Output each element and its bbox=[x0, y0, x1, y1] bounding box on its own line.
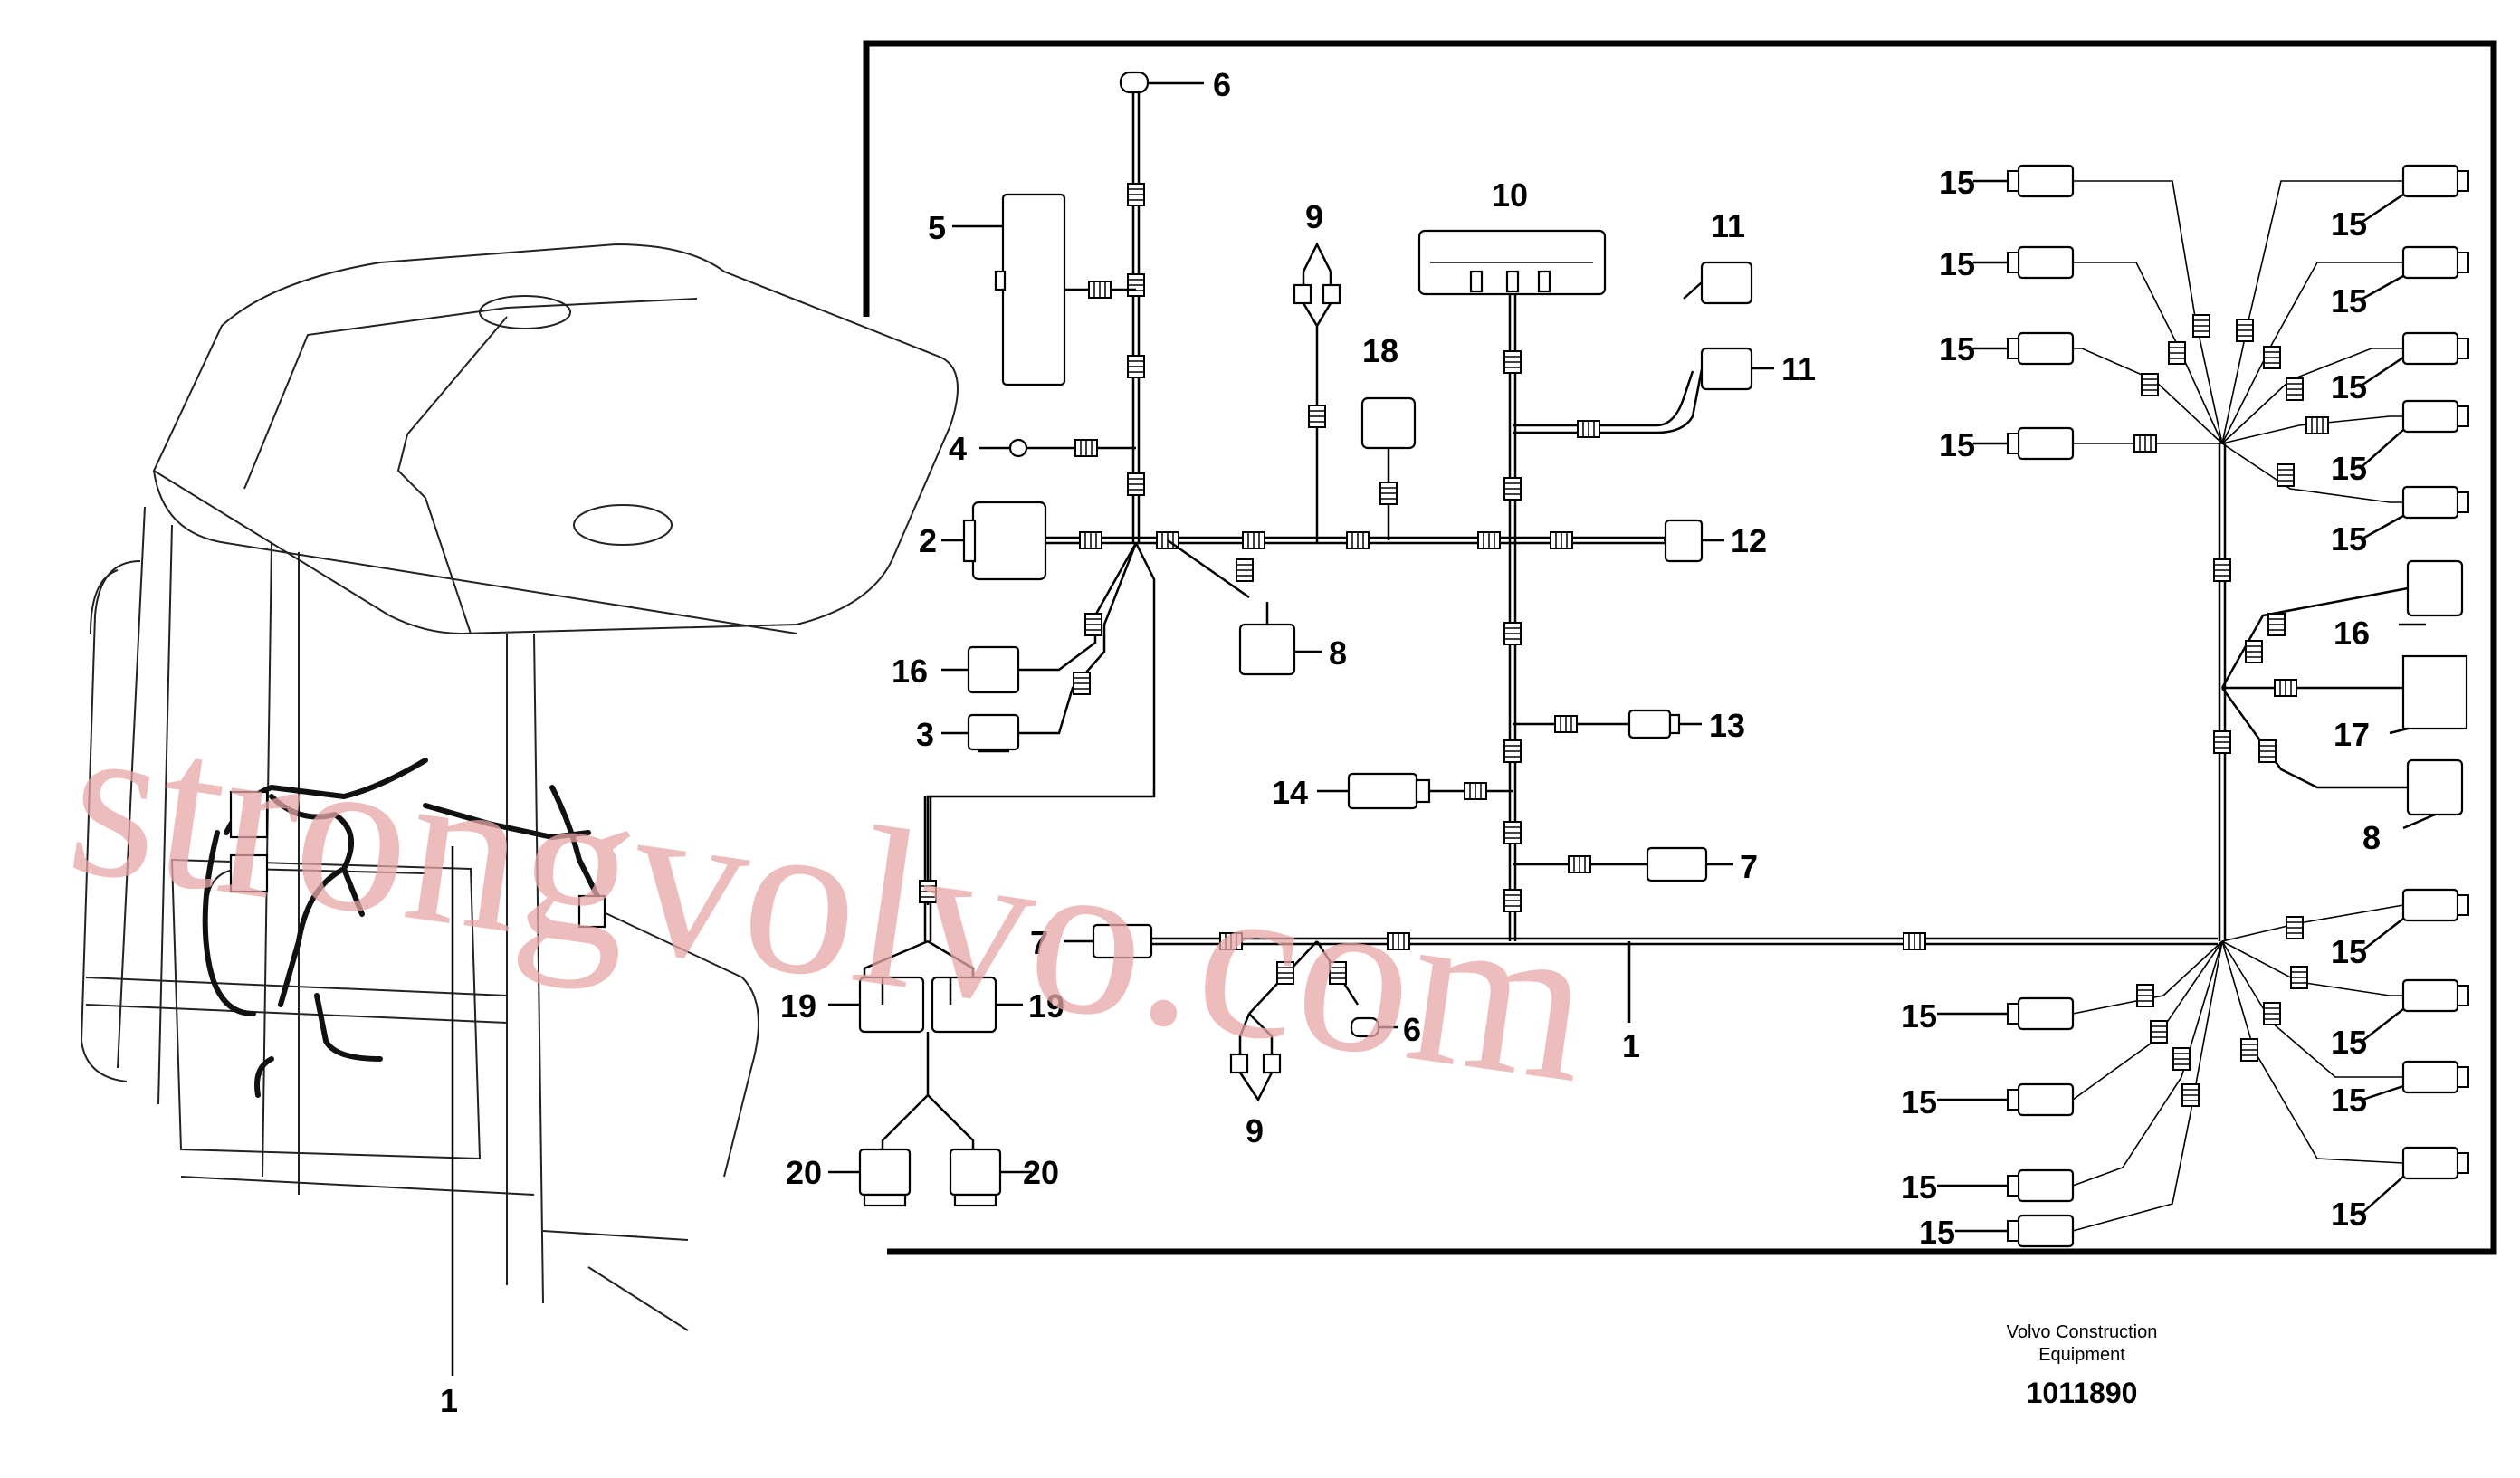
callout-15-b: 15 bbox=[1939, 245, 1975, 282]
callout-15-q: 15 bbox=[1919, 1214, 1955, 1251]
callout-1-left: 1 bbox=[440, 1382, 458, 1419]
callout-6-top: 6 bbox=[1213, 66, 1231, 103]
callout-15-j: 15 bbox=[2331, 933, 2367, 970]
callout-15-p: 15 bbox=[1901, 1168, 1937, 1206]
callout-15-e: 15 bbox=[2331, 205, 2367, 243]
callout-5: 5 bbox=[928, 209, 946, 246]
callout-7-left: 7 bbox=[1030, 924, 1048, 961]
callout-15-g: 15 bbox=[2331, 368, 2367, 405]
trunk-a bbox=[941, 71, 1204, 581]
callout-11-top: 11 bbox=[1711, 207, 1745, 244]
callout-19-right: 19 bbox=[1028, 987, 1064, 1025]
callout-7-right: 7 bbox=[1740, 848, 1758, 885]
callout-15-i: 15 bbox=[2331, 520, 2367, 558]
callout-9-top: 9 bbox=[1305, 198, 1323, 235]
callout-15-a: 15 bbox=[1939, 164, 1975, 201]
callout-1-right: 1 bbox=[1622, 1027, 1640, 1064]
callout-20-right: 20 bbox=[1023, 1154, 1059, 1191]
callout-2: 2 bbox=[919, 522, 937, 559]
callout-15-l: 15 bbox=[2331, 1082, 2367, 1119]
footer: Volvo Construction Equipment 1011890 bbox=[2007, 1322, 2158, 1409]
part-number: 1011890 bbox=[2027, 1377, 2138, 1409]
callout-15-o: 15 bbox=[1901, 1083, 1937, 1120]
trunk-c bbox=[2213, 443, 2468, 941]
callout-8-right: 8 bbox=[2362, 819, 2381, 856]
maker-line1: Volvo Construction bbox=[2007, 1322, 2158, 1342]
callout-15-c: 15 bbox=[1939, 330, 1975, 367]
callout-15-m: 15 bbox=[2331, 1196, 2367, 1233]
callout-9-bottom: 9 bbox=[1246, 1112, 1264, 1149]
callout-12: 12 bbox=[1731, 522, 1767, 559]
callouts: 6 5 4 2 16 3 9 18 8 10 11 11 12 13 14 7 … bbox=[780, 66, 2381, 1251]
callout-15-k: 15 bbox=[2331, 1024, 2367, 1061]
callout-3: 3 bbox=[916, 716, 934, 753]
lower-bus bbox=[1064, 923, 2218, 1102]
watermark: strongvolvo.com bbox=[56, 670, 1604, 1130]
callout-13: 13 bbox=[1709, 707, 1745, 744]
callout-18: 18 bbox=[1362, 332, 1398, 369]
callout-15-h: 15 bbox=[2331, 450, 2367, 487]
callout-15-n: 15 bbox=[1901, 997, 1937, 1035]
callout-6-bottom: 6 bbox=[1403, 1011, 1421, 1048]
callout-16-right: 16 bbox=[2334, 615, 2370, 652]
callout-14: 14 bbox=[1272, 774, 1308, 811]
callout-4: 4 bbox=[949, 430, 967, 467]
callout-8-mid: 8 bbox=[1329, 634, 1347, 672]
trunk-b bbox=[1317, 229, 1774, 941]
callout-19-left: 19 bbox=[780, 987, 816, 1025]
callout-10: 10 bbox=[1492, 176, 1528, 214]
leader-lines bbox=[1937, 179, 2404, 1233]
schematic-frame bbox=[863, 40, 2497, 1255]
cab-illustration bbox=[80, 243, 959, 1376]
group-19-20 bbox=[828, 796, 1032, 1207]
callout-16-left: 16 bbox=[892, 653, 928, 690]
upper-fan-15 bbox=[2006, 164, 2470, 520]
callout-17: 17 bbox=[2334, 716, 2370, 753]
callout-11-bottom: 11 bbox=[1781, 350, 1816, 387]
callout-15-f: 15 bbox=[2331, 282, 2367, 319]
upper-branch bbox=[926, 242, 1724, 905]
callout-20-left: 20 bbox=[786, 1154, 822, 1191]
lower-fan-15 bbox=[2006, 888, 2470, 1248]
callout-15-d: 15 bbox=[1939, 426, 1975, 463]
maker-line2: Equipment bbox=[2038, 1345, 2125, 1365]
